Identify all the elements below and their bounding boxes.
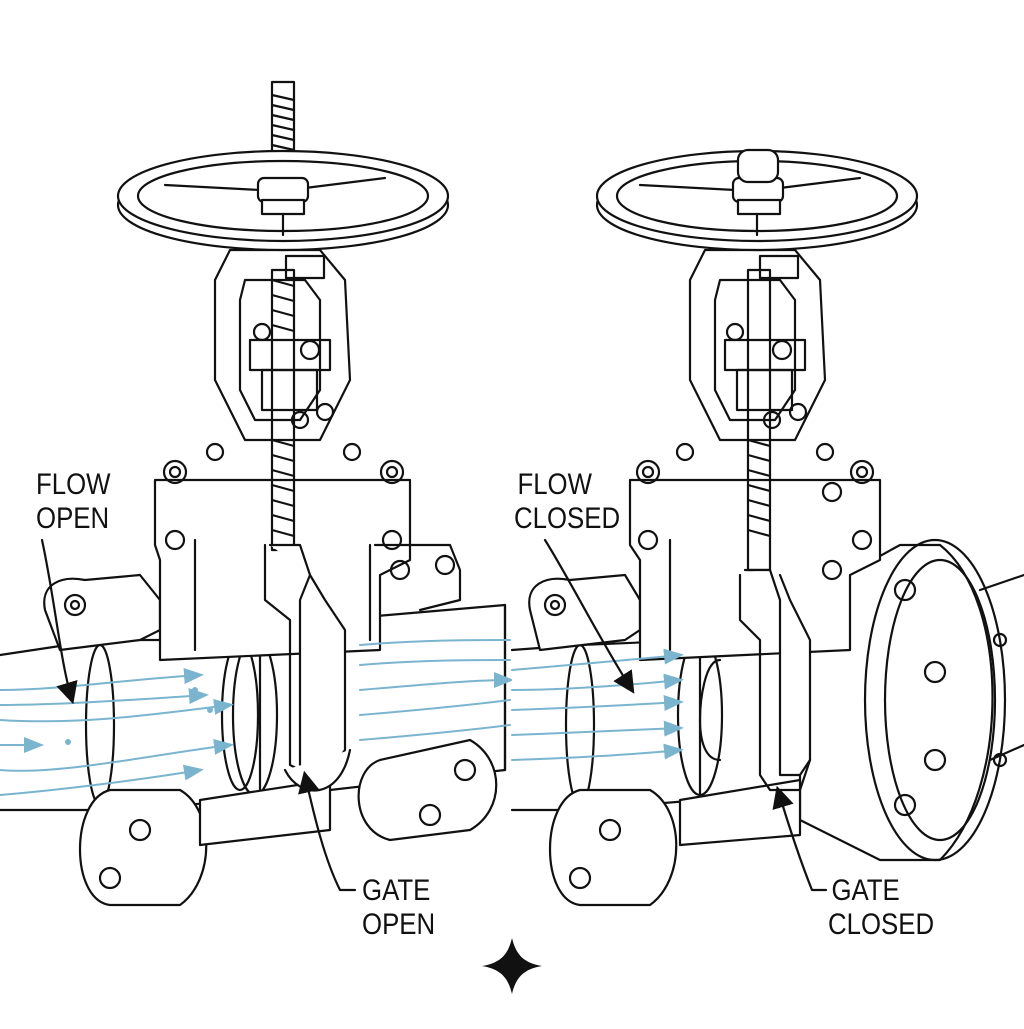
- left-valve-open: [0, 80, 514, 907]
- left-flow-label: FLOW OPEN: [36, 468, 111, 536]
- right-flow-label: FLOW CLOSED: [514, 468, 620, 536]
- right-handwheel: [595, 148, 919, 252]
- right-gate-closed: [698, 568, 812, 792]
- right-flow-leader: [543, 538, 635, 694]
- right-flow-arrows: [511, 648, 684, 761]
- left-pipe: [0, 633, 279, 812]
- right-gate-label: GATE CLOSED: [828, 874, 934, 942]
- left-valve-body: [153, 442, 462, 662]
- right-gate-label-line1: GATE: [831, 874, 900, 907]
- left-handwheel: [116, 149, 450, 252]
- right-flow-label-line1: FLOW: [517, 468, 592, 501]
- left-gate-label: GATE OPEN: [362, 874, 435, 942]
- right-valve-closed: [510, 148, 1024, 907]
- right-gate-leader: [772, 785, 828, 892]
- left-top-flange: [43, 573, 162, 652]
- left-flow-arrows: [0, 639, 514, 796]
- left-flow-leader: [40, 538, 78, 705]
- left-gate-label-line1: GATE: [362, 874, 431, 907]
- left-flow-label-line2: OPEN: [36, 502, 110, 535]
- right-top-flange: [528, 573, 642, 652]
- left-gate-label-line2: OPEN: [362, 908, 436, 941]
- right-bottom-flanges: [548, 778, 802, 907]
- right-yoke: [688, 248, 827, 442]
- right-gate-label-line2: CLOSED: [828, 908, 935, 941]
- right-flow-label-line2: CLOSED: [514, 502, 621, 535]
- left-bottom-flanges: [78, 738, 498, 907]
- four-point-star-icon: [482, 938, 542, 994]
- right-valve-body: [628, 442, 882, 662]
- left-yoke: [213, 248, 352, 442]
- left-flow-label-line1: FLOW: [36, 468, 111, 501]
- left-gate-leader: [298, 770, 357, 892]
